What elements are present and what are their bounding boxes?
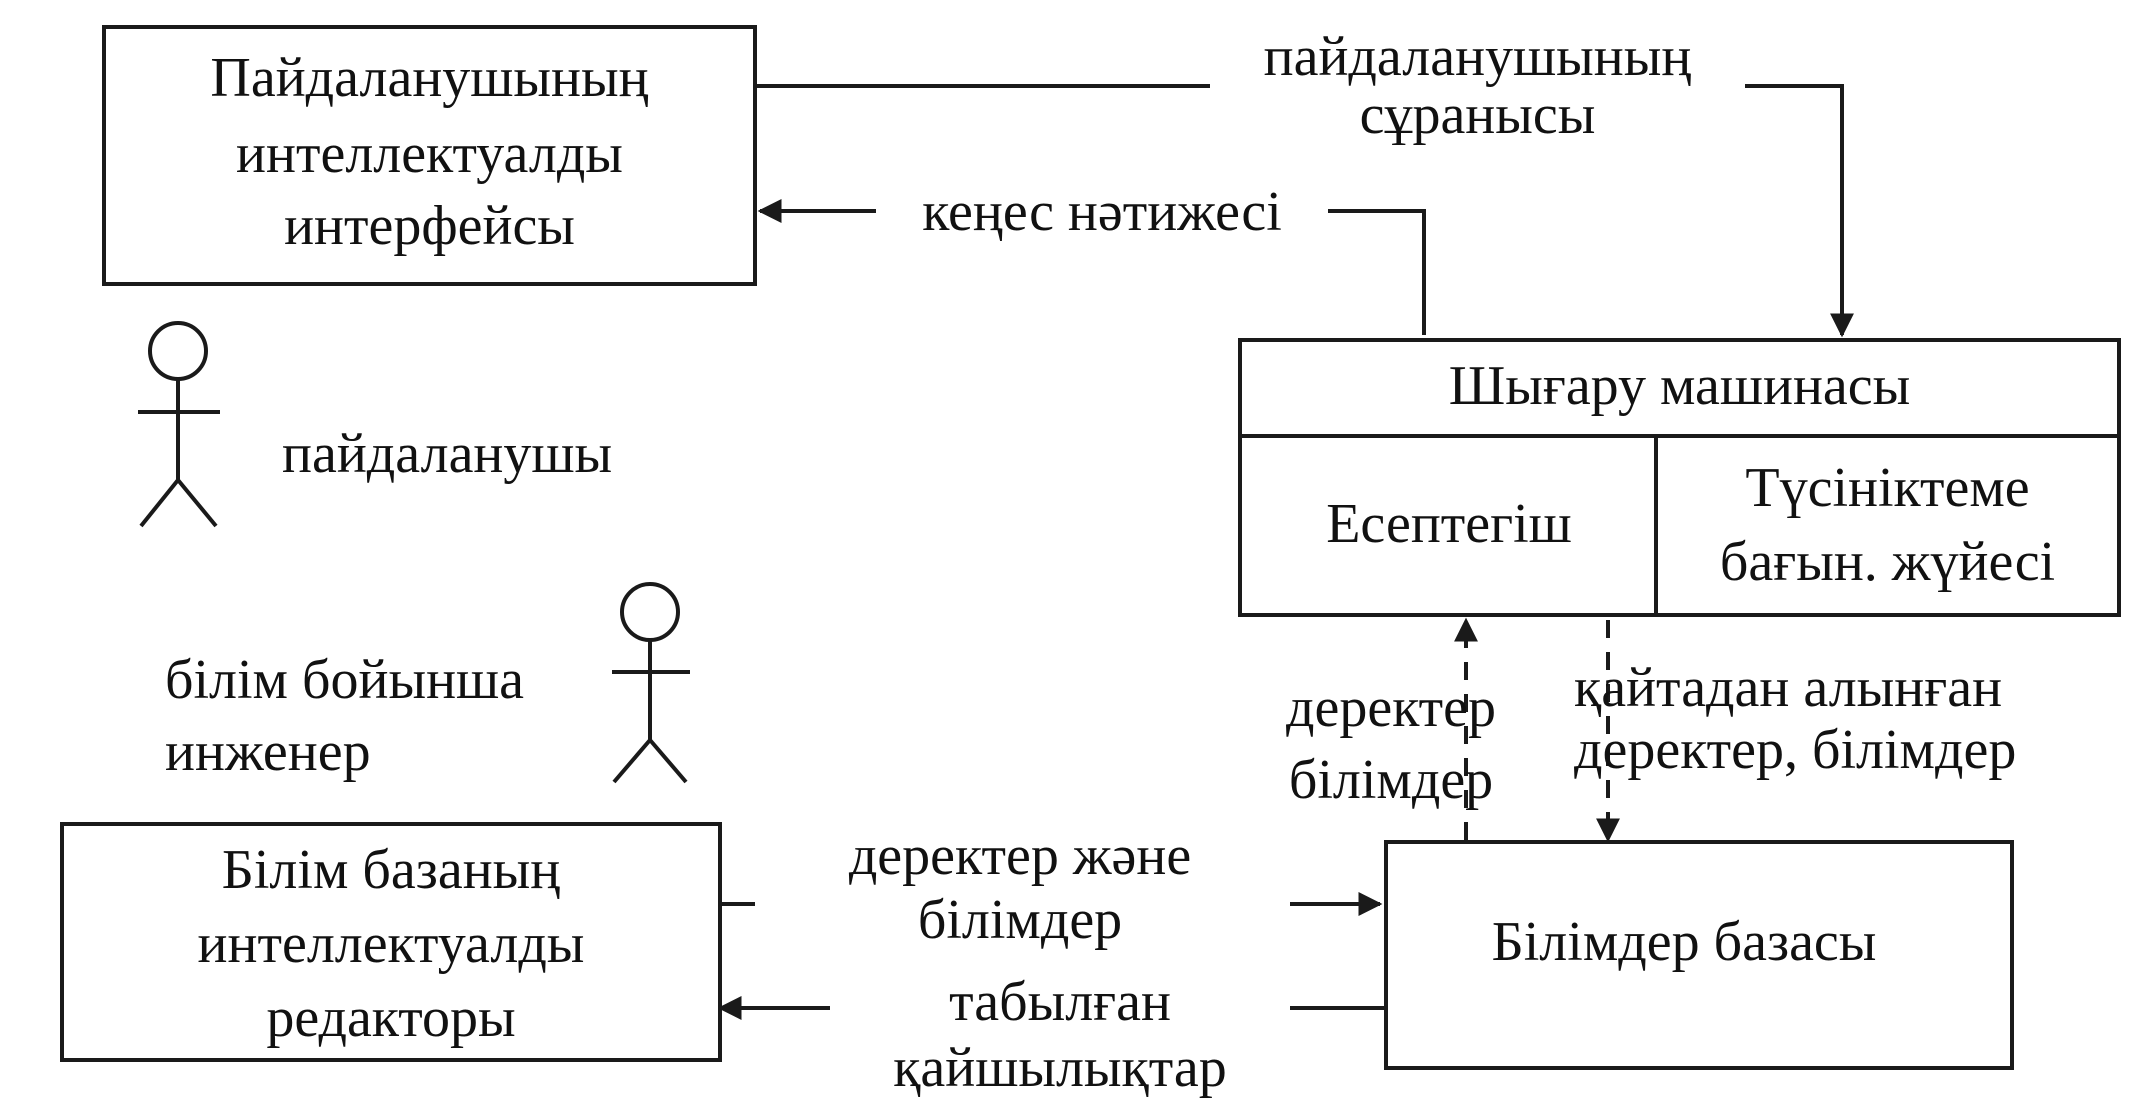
user-actor-icon — [138, 321, 220, 528]
user-request-label-2: сұранысы — [1359, 84, 1596, 146]
inference-engine-divider — [1238, 434, 2121, 438]
user-actor-label: пайдаланушы — [282, 423, 613, 485]
data-and-knowledge-label-1: деректер және — [848, 825, 1192, 887]
retrieved-data-label-1: қайтадан алынған — [1574, 657, 2003, 719]
explanation-system-label-2: бағын. жүйесі — [1719, 531, 2056, 593]
data-knowledge-label-2: білімдер — [1288, 749, 1494, 811]
knowledge-editor-box — [60, 822, 722, 1062]
found-conflicts-label-1: табылған — [949, 971, 1171, 1033]
data-and-knowledge-label-2: білімдер — [917, 889, 1123, 951]
engineer-actor-label-1: білім бойынша — [165, 649, 525, 711]
knowledge-base-box — [1384, 840, 2014, 1070]
advice-result-label: кеңес нәтижесі — [922, 181, 1282, 243]
knowledge-editor-label-2: интеллектуалды — [197, 913, 585, 975]
advice-result-arrow — [760, 211, 1426, 335]
inference-engine-split — [1654, 434, 1658, 617]
user-interface-box — [102, 25, 757, 286]
user-interface-label-3: интерфейсы — [284, 195, 575, 257]
inference-engine-box — [1238, 338, 2121, 617]
inference-engine-title: Шығару машинасы — [1448, 355, 1911, 417]
user-interface-label-2: интеллектуалды — [236, 123, 623, 185]
found-conflicts-label-2: қайшылықтар — [893, 1037, 1227, 1099]
user-interface-label-1: Пайдаланушының — [210, 47, 649, 109]
data-knowledge-label-1: деректер — [1286, 677, 1496, 739]
user-request-label-1: пайдаланушының — [1263, 26, 1692, 88]
user-request-arrow — [755, 84, 1842, 335]
engineer-actor-icon — [612, 582, 690, 784]
engineer-actor-label-2: инженер — [165, 721, 371, 783]
knowledge-base-label: Білімдер базасы — [1491, 911, 1877, 973]
explanation-system-label-1: Түсініктеме — [1745, 457, 2030, 519]
retrieved-data-label-2: деректер, білімдер — [1574, 719, 2017, 781]
knowledge-editor-label-3: редакторы — [266, 987, 516, 1049]
calculator-label: Есептегіш — [1326, 493, 1572, 555]
knowledge-editor-label-1: Білім базаның — [221, 839, 561, 901]
